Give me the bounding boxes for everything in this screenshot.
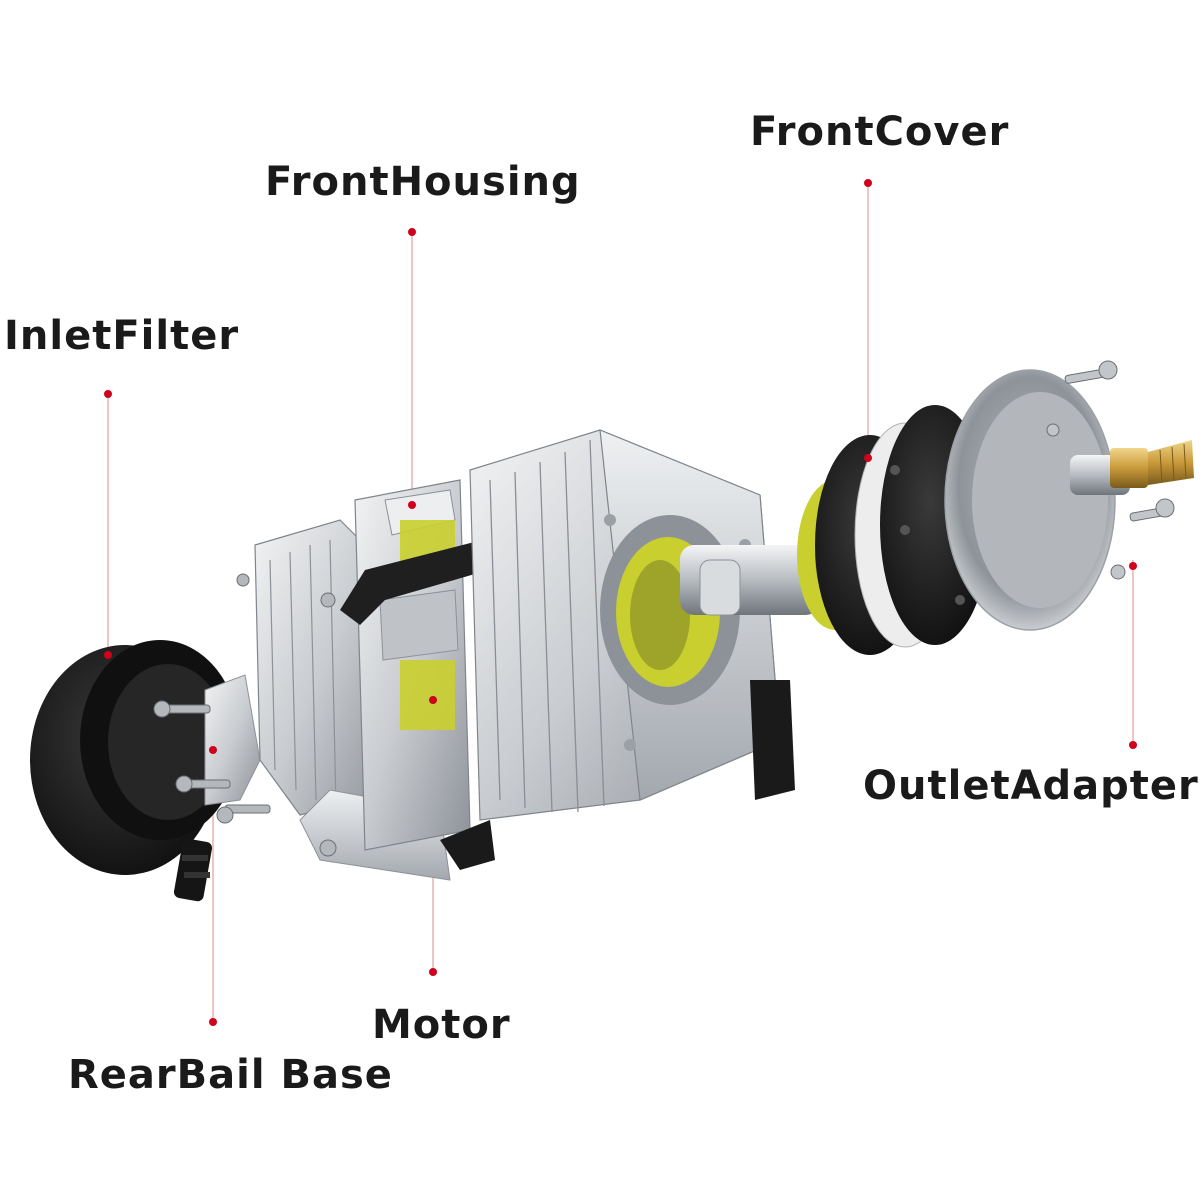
leader-dots — [104, 179, 1137, 1026]
shaft-part — [680, 545, 820, 616]
rear-bail-base-part — [153, 674, 271, 824]
outlet-adapter-part — [944, 360, 1194, 631]
inlet-filter-part — [30, 640, 240, 902]
label-outlet-adapter: OutletAdapter — [863, 763, 1199, 809]
label-front-housing: FrontHousing — [265, 159, 581, 205]
label-inlet-filter: InletFilter — [4, 313, 240, 359]
label-motor: Motor — [372, 1002, 511, 1048]
label-rear-bail-base: RearBail Base — [68, 1052, 393, 1098]
label-front-cover: FrontCover — [750, 109, 1010, 155]
cylinder-block-part — [440, 429, 795, 870]
